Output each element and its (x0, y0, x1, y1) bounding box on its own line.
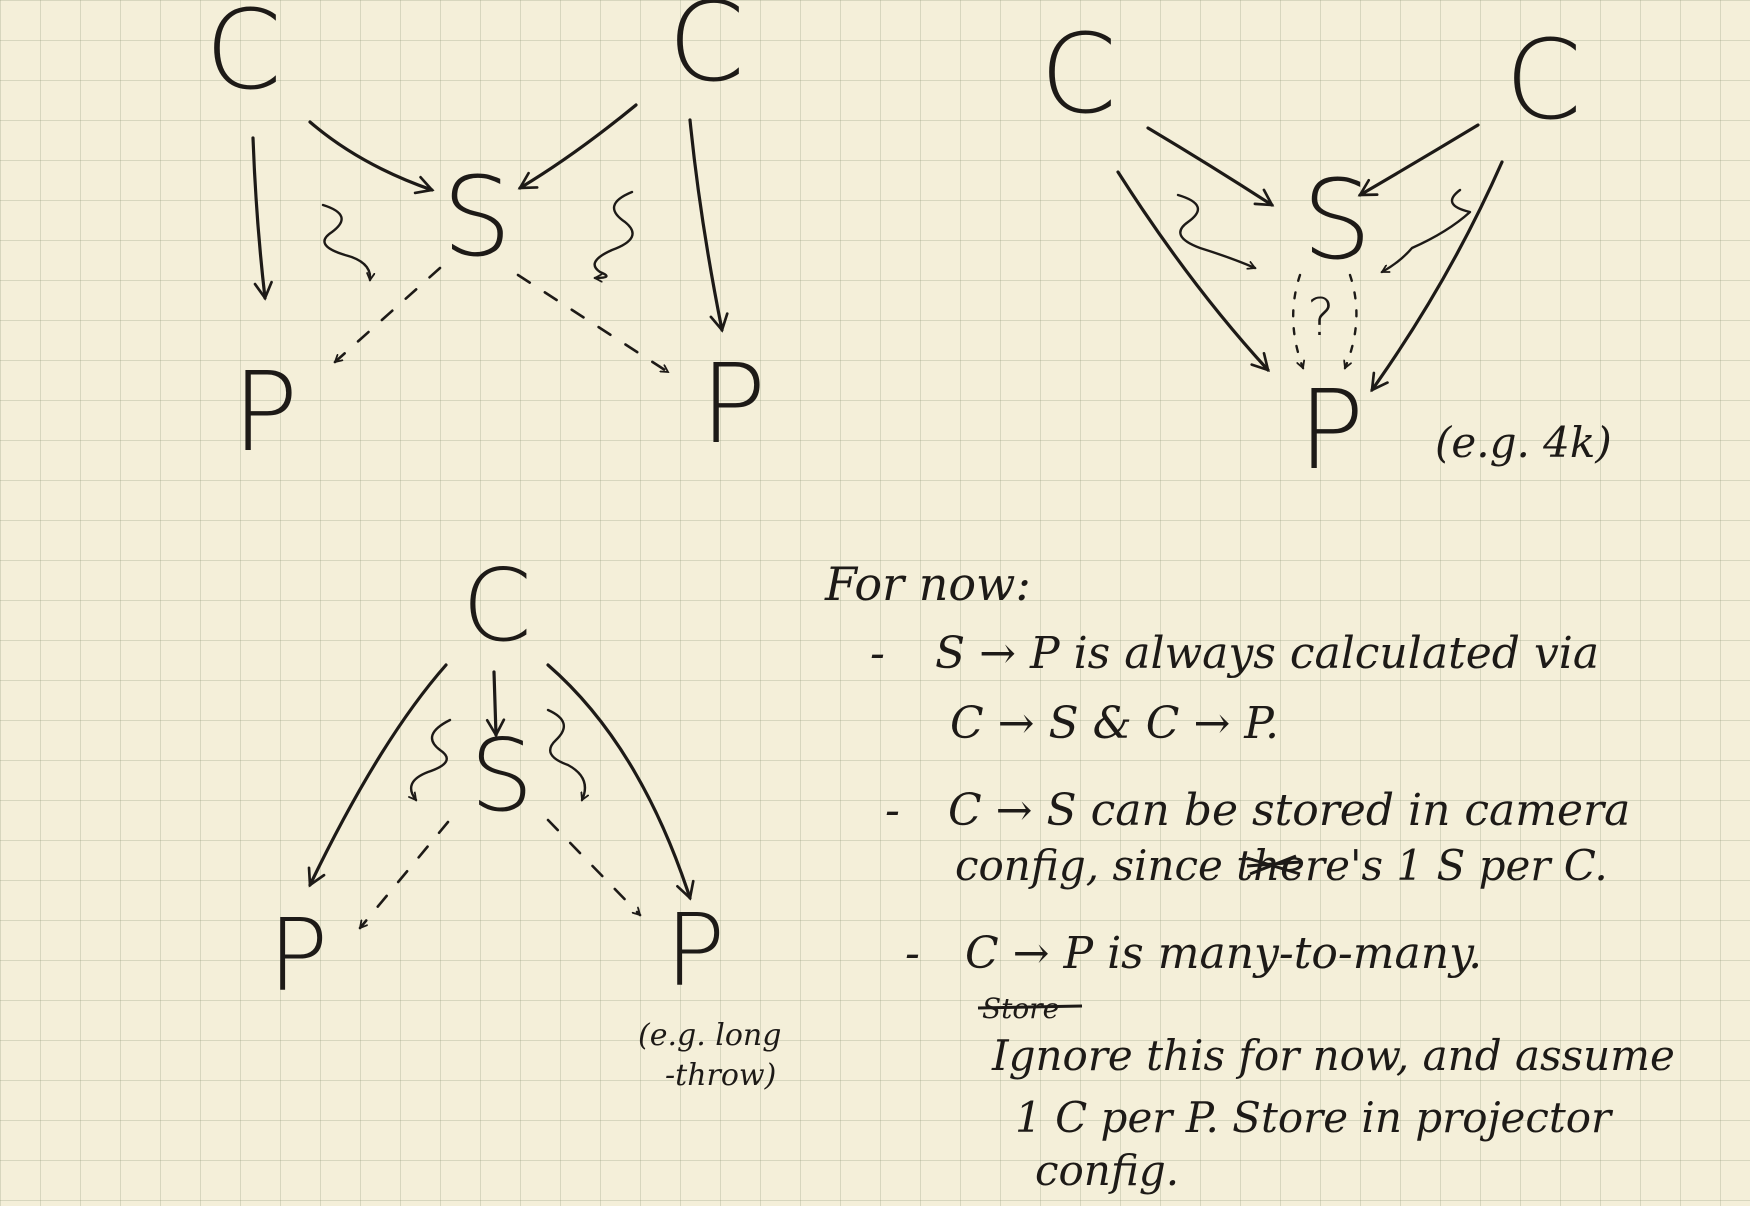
dashed-arrow-screen-to-projector-left (335, 266, 442, 364)
arrow-camera-to-screen (485, 670, 506, 738)
diagram-one-camera-two-projectors: C S P P (e.g. long -throw) (268, 547, 781, 1093)
arrow-camera-to-projector-left (307, 663, 448, 888)
camera-node-left: C (1040, 10, 1117, 138)
camera-node: C (462, 547, 532, 664)
squiggle-arrow-right (546, 708, 585, 800)
bullet1-line2: C → S & C → P. (950, 698, 1279, 749)
projector-node-right: P (700, 340, 766, 468)
arrow-camera-right-to-projector (1370, 160, 1504, 393)
squiggle-arrow-left (1176, 193, 1255, 268)
screen-node: S (442, 153, 512, 281)
bullet3-line3: 1 C per P. Store in projector (1015, 1093, 1614, 1142)
scribbled-out-word (1246, 854, 1301, 876)
squiggle-arrow-left (321, 203, 370, 280)
diagram-two-cameras-one-projector: C C S ? P (e.g. 4k) (1040, 10, 1612, 494)
dashed-arrow-screen-to-projector-left (358, 820, 450, 928)
notes-block: For now: - S → P is always calculated vi… (824, 557, 1675, 1195)
arrow-camera-left-to-screen (308, 120, 435, 195)
projector-note-line1: (e.g. long (638, 1018, 781, 1053)
dotted-arrow-left (1292, 273, 1303, 368)
bullet-dash-2: - (885, 785, 900, 836)
strikethrough-line (977, 1004, 1083, 1010)
projector-note-line2: -throw) (665, 1058, 776, 1093)
bullet-dash-3: - (905, 928, 920, 979)
screen-node: S (1302, 156, 1372, 284)
bullet2-line2: config, since there's 1 S per C. (955, 841, 1608, 890)
bullet2-line1: C → S can be stored in camera (948, 785, 1630, 836)
arrow-camera-right-to-screen (1357, 123, 1480, 197)
camera-node-right: C (668, 0, 745, 106)
squiggle-arrow-right (1382, 188, 1472, 274)
diagram-two-cameras-two-projectors: C C S P P (205, 0, 766, 476)
unknown-mark: ? (1307, 288, 1335, 348)
squiggle-arrow-right (593, 190, 634, 278)
arrow-camera-left-to-screen (1146, 126, 1275, 207)
notes-heading: For now: (824, 557, 1031, 611)
projector-node-right: P (665, 892, 725, 1009)
arrow-camera-to-projector-right (546, 663, 695, 901)
camera-node-left: C (205, 0, 282, 114)
dotted-arrow-right (1345, 273, 1358, 368)
bullet3-line2: Ignore this for now, and assume (991, 1031, 1675, 1080)
dashed-arrow-screen-to-projector-right (546, 818, 642, 915)
bullet3-line4: config. (1035, 1146, 1179, 1195)
projector-node-left: P (232, 348, 298, 476)
projector-node: P (1298, 366, 1364, 494)
bullet1-line1: S → P is always calculated via (935, 628, 1599, 679)
screen-node: S (470, 717, 533, 834)
projector-note: (e.g. 4k) (1435, 418, 1612, 467)
dashed-arrow-screen-to-projector-right (516, 273, 668, 374)
arrow-camera-right-to-screen (517, 103, 638, 190)
camera-node-right: C (1505, 16, 1582, 144)
bullet-dash-1: - (870, 628, 885, 679)
arrow-camera-left-to-projector (1116, 170, 1270, 373)
bullet3-line1: C → P is many-to-many. (965, 928, 1482, 979)
arrow-camera-left-to-projector-left (251, 136, 273, 301)
arrow-camera-right-to-projector-right (688, 118, 729, 333)
squiggle-arrow-left (411, 718, 452, 800)
projector-node-left: P (268, 897, 328, 1014)
